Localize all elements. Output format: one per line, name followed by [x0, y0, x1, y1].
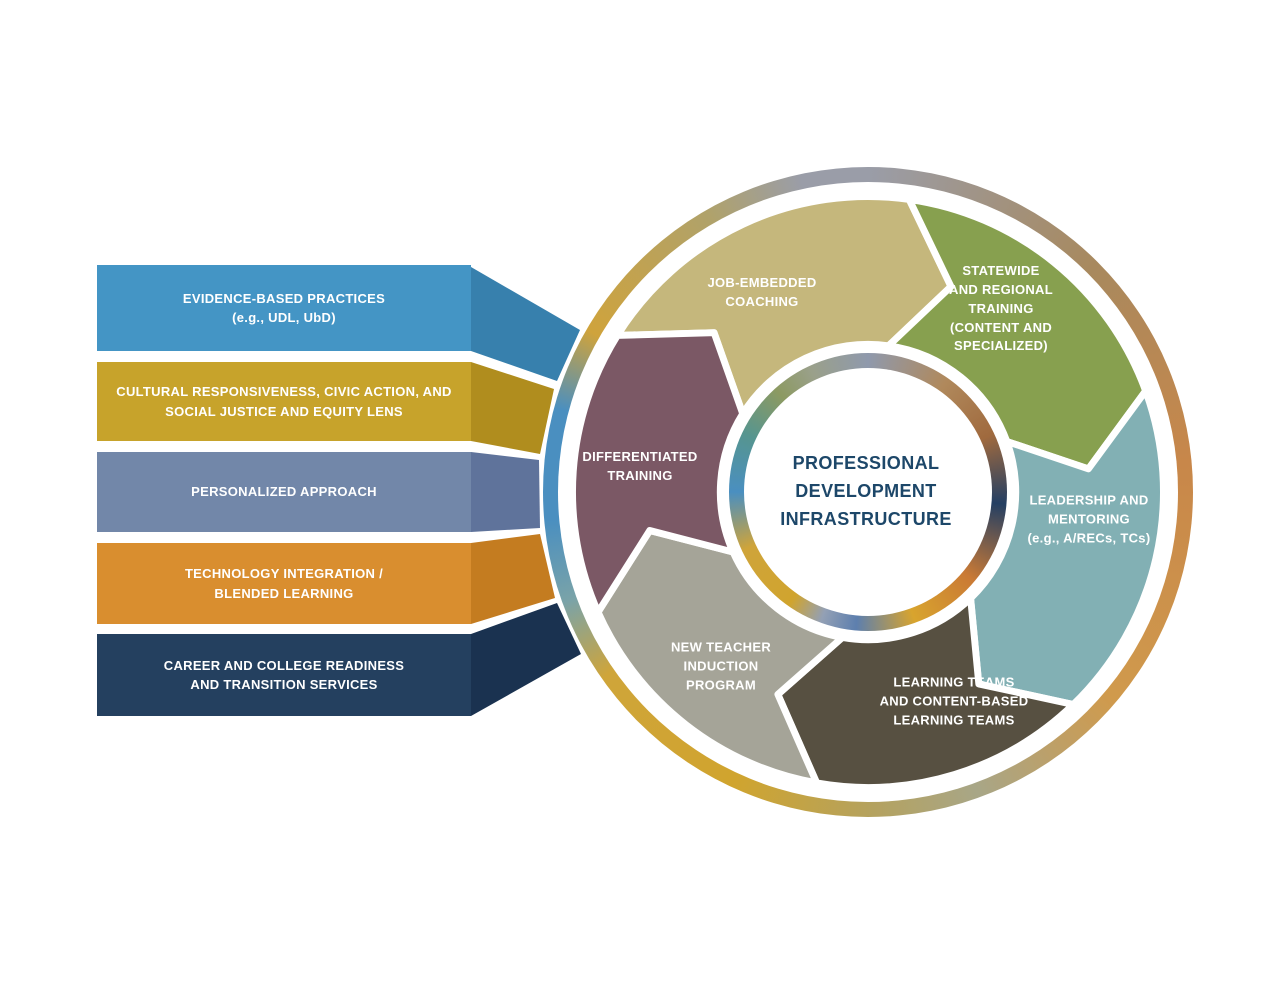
input-bar-personalized-approach: PERSONALIZED APPROACH — [97, 452, 471, 532]
segment-label-differentiated-training: DIFFERENTIATED TRAINING — [582, 449, 698, 483]
segment-label-leadership-mentoring: LEADERSHIP AND MENTORING (e.g., A/RECs, … — [1027, 492, 1151, 546]
input-bar-label: PERSONALIZED APPROACH — [191, 484, 377, 500]
input-bar-label: TECHNOLOGY INTEGRATION / BLENDED LEARNIN… — [184, 566, 384, 601]
segment-label-statewide-training: STATEWIDE AND REGIONAL TRAINING (CONTENT… — [949, 262, 1053, 354]
input-bar-evidence-based-practices: EVIDENCE-BASED PRACTICES (e.g., UDL, UbD… — [97, 265, 471, 351]
segment-label-new-teacher-induction: NEW TEACHER INDUCTION PROGRAM — [670, 639, 772, 693]
segment-label-job-embedded-coaching: JOB-EMBEDDED COACHING — [707, 275, 817, 309]
input-bar-label: CAREER AND COLLEGE READINESS AND TRANSIT… — [163, 657, 405, 693]
input-bar-career-college-readiness: CAREER AND COLLEGE READINESS AND TRANSIT… — [97, 634, 471, 716]
input-bar-label: EVIDENCE-BASED PRACTICES (e.g., UDL, UbD… — [182, 290, 386, 326]
input-bar-cultural-responsiveness: CULTURAL RESPONSIVENESS, CIVIC ACTION, A… — [97, 362, 471, 441]
center-title: PROFESSIONAL DEVELOPMENT INFRASTRUCTURE — [780, 453, 952, 529]
input-bar-technology-integration: TECHNOLOGY INTEGRATION / BLENDED LEARNIN… — [97, 543, 471, 624]
connector-cultural — [471, 362, 554, 454]
input-bar-label: CULTURAL RESPONSIVENESS, CIVIC ACTION, A… — [116, 384, 452, 419]
connector-career — [471, 603, 581, 716]
connector-personalized — [471, 452, 540, 532]
segment-label-learning-teams: LEARNING TEAMS AND CONTENT-BASED LEARNIN… — [879, 674, 1029, 728]
connector-technology — [471, 534, 555, 624]
connector-evidence-based — [471, 267, 580, 381]
